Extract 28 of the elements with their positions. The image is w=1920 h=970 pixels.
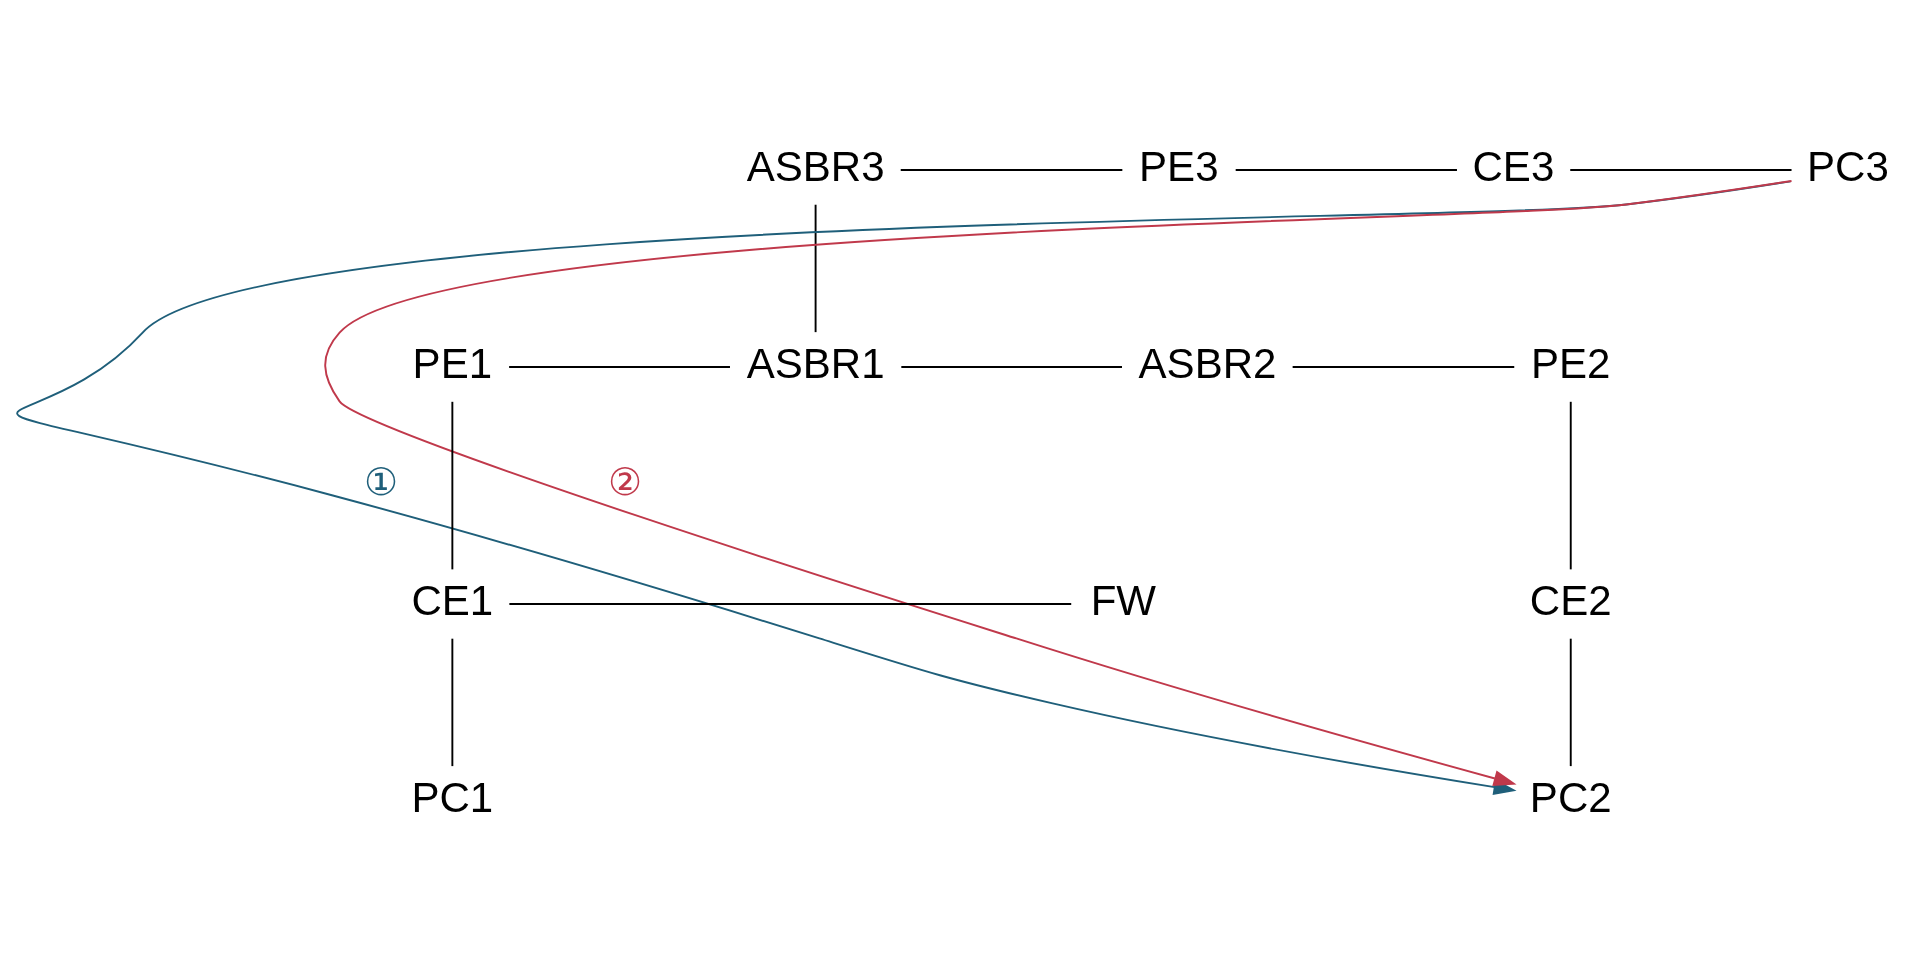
connector: [899, 168, 1124, 171]
connector: [1234, 168, 1458, 171]
arrow: [324, 179, 1793, 786]
node-text: CE3: [1472, 142, 1555, 190]
edge-label: ②: [608, 459, 643, 503]
connector: [508, 602, 1073, 605]
connector: [900, 365, 1123, 368]
connector: [814, 203, 817, 333]
connector: [1569, 168, 1793, 171]
connector: [451, 400, 454, 570]
connector: [1569, 400, 1572, 570]
node-text: CE1: [411, 576, 494, 624]
node-text: CE2: [1529, 576, 1612, 624]
node-text: PC1: [411, 773, 494, 821]
node-text: PE2: [1531, 339, 1611, 387]
node-text: ASBR1: [746, 339, 885, 387]
edge-label: ①: [363, 459, 398, 503]
node-text: PC2: [1529, 773, 1612, 821]
node-text: PC3: [1807, 142, 1889, 190]
connector: [508, 365, 731, 368]
node-text: ASBR3: [746, 142, 885, 190]
node-text: PE3: [1139, 142, 1219, 190]
connector: [1291, 365, 1516, 368]
node-text: ASBR2: [1138, 339, 1277, 387]
connector: [451, 637, 454, 767]
node-text: PE1: [412, 339, 493, 387]
node-text: FW: [1090, 576, 1157, 624]
connector: [1569, 637, 1572, 767]
